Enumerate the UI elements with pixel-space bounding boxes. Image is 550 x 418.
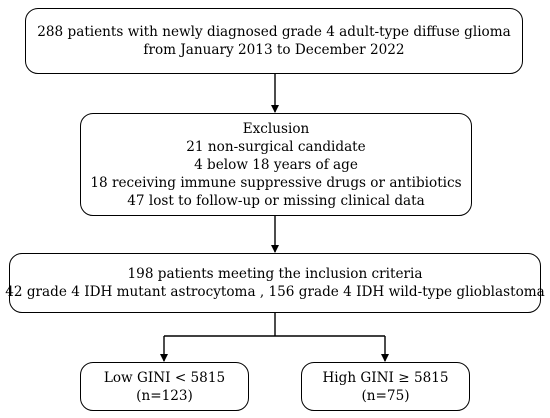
low-gini-count: (n=123): [136, 387, 193, 404]
cohort-line-1: 288 patients with newly diagnosed grade …: [37, 24, 511, 40]
high-gini-box: High GINI ≥ 5815 (n=75): [301, 362, 470, 411]
inclusion-line-2: 42 grade 4 IDH mutant astrocytoma , 156 …: [5, 284, 545, 300]
exclusion-item-immune-drugs: 18 receiving immune suppressive drugs or…: [90, 174, 462, 191]
exclusion-item-lost-follow-up: 47 lost to follow-up or missing clinical…: [127, 192, 425, 209]
inclusion-box: 198 patients meeting the inclusion crite…: [5, 253, 545, 313]
high-gini-count: (n=75): [361, 387, 410, 404]
exclusion-item-age: 4 below 18 years of age: [194, 156, 358, 173]
cohort-line-2: from January 2013 to December 2022: [143, 42, 405, 58]
cohort-box: 288 patients with newly diagnosed grade …: [25, 8, 523, 74]
low-gini-label: Low GINI < 5815: [103, 369, 226, 386]
high-gini-label: High GINI ≥ 5815: [322, 369, 449, 386]
low-gini-box: Low GINI < 5815 (n=123): [80, 362, 249, 411]
exclusion-title: Exclusion: [242, 120, 310, 137]
exclusion-item-non-surgical: 21 non-surgical candidate: [186, 138, 366, 155]
exclusion-box: Exclusion 21 non-surgical candidate 4 be…: [80, 113, 472, 216]
inclusion-line-1: 198 patients meeting the inclusion crite…: [127, 266, 423, 282]
